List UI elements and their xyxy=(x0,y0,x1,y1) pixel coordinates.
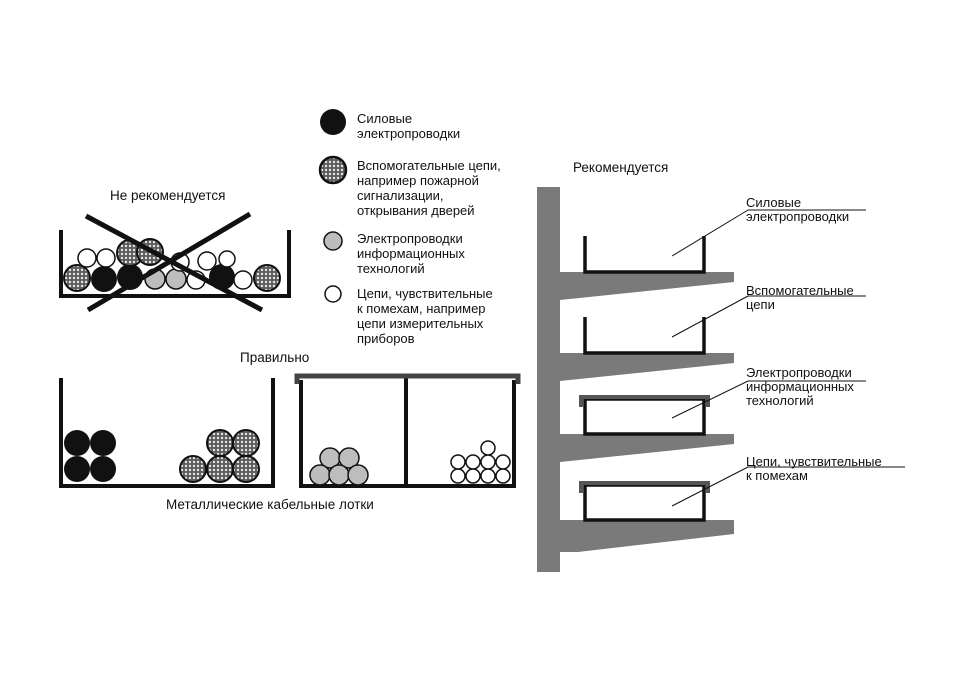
shelf-label-auxiliary: Вспомогательные цепи xyxy=(746,283,854,312)
legend-icons xyxy=(318,109,348,303)
sensitive-cable xyxy=(233,270,253,290)
auxiliary-cable xyxy=(63,264,91,292)
correct-tray-left xyxy=(59,378,275,488)
it-cable xyxy=(338,447,360,469)
sensitive-cable xyxy=(480,440,496,456)
leader-line xyxy=(671,380,749,419)
leader-line xyxy=(671,295,749,338)
sensitive-cable-icon xyxy=(324,285,342,303)
sensitive-cable xyxy=(218,250,236,268)
sensitive-cable xyxy=(495,468,511,484)
shelf-label-it: Электропроводки информационных технологи… xyxy=(746,365,854,408)
heading-correct: Правильно xyxy=(240,350,310,365)
sensitive-cable xyxy=(495,454,511,470)
sensitive-cable xyxy=(450,454,466,470)
tray-lid xyxy=(294,373,521,384)
legend-it: Электропроводки информационных технологи… xyxy=(357,231,465,276)
sensitive-cable xyxy=(465,454,481,470)
it-cable xyxy=(328,464,350,486)
mixed-cable-bundle xyxy=(63,238,281,292)
not-recommended-tray xyxy=(59,211,291,313)
auxiliary-cable xyxy=(253,264,281,292)
correct-tray-right xyxy=(294,373,521,488)
tray-lid xyxy=(579,395,710,407)
auxiliary-cable-icon xyxy=(318,155,348,185)
it-cable xyxy=(309,464,331,486)
heading-recommended: Рекомендуется xyxy=(573,160,669,175)
leader-line xyxy=(671,466,749,507)
shelf-tray-sensitive xyxy=(583,483,706,522)
shelf-trays xyxy=(579,209,905,522)
auxiliary-cable xyxy=(232,429,260,457)
trays-caption: Металлические кабельные лотки xyxy=(166,497,374,512)
power-cable-icon xyxy=(320,109,346,135)
auxiliary-cable xyxy=(232,455,260,483)
sensitive-cable xyxy=(77,248,97,268)
power-cable xyxy=(64,456,90,482)
cross-out-icon xyxy=(84,211,264,313)
sensitive-cable xyxy=(450,468,466,484)
power-cable xyxy=(90,430,116,456)
legend-power: Силовые электропроводки xyxy=(357,111,461,141)
tray-lid xyxy=(579,481,710,493)
shelf-label-sensitive: Цепи, чувствительные к помехам xyxy=(746,454,882,483)
legend-sensitive: Цепи, чувствительные к помехам, например… xyxy=(357,286,493,346)
power-cable xyxy=(64,430,90,456)
sensitive-cable xyxy=(96,248,116,268)
auxiliary-cable xyxy=(206,455,234,483)
shelf-tray-power xyxy=(583,236,706,274)
shelf-tray-auxiliary xyxy=(583,317,706,355)
legend-auxiliary: Вспомогательные цепи, например пожарной … xyxy=(357,158,501,218)
auxiliary-cable xyxy=(179,455,207,483)
sensitive-cable xyxy=(197,251,217,271)
power-cable xyxy=(90,456,116,482)
heading-not-recommended: Не рекомендуется xyxy=(110,188,226,203)
sensitive-cable xyxy=(465,468,481,484)
sensitive-cable xyxy=(480,454,496,470)
it-cable xyxy=(347,464,369,486)
auxiliary-cable xyxy=(206,429,234,457)
shelf-label-power: Силовые электропроводки xyxy=(746,195,850,224)
leader-line xyxy=(671,209,749,257)
it-cable xyxy=(165,268,187,290)
sensitive-cable xyxy=(480,468,496,484)
shelf-tray-it xyxy=(583,397,706,436)
wall-bracket xyxy=(537,187,734,572)
concrete-wall xyxy=(537,187,734,572)
it-cable-icon xyxy=(323,231,343,251)
power-cable xyxy=(91,266,117,292)
